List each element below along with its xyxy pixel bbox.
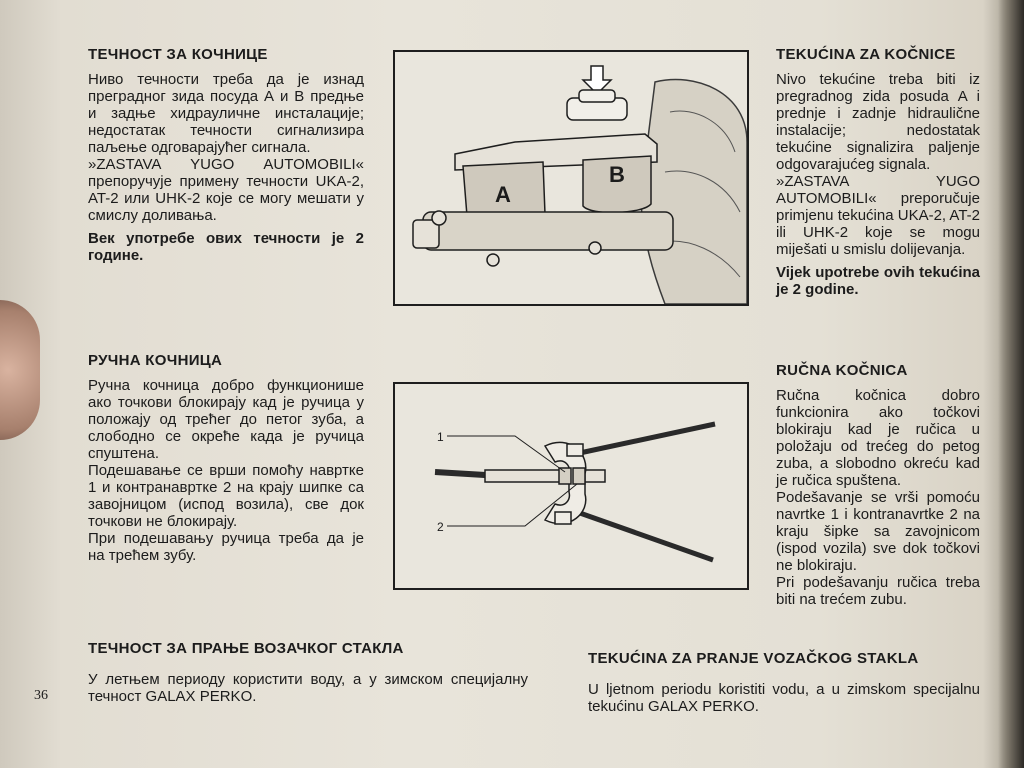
left-brake-fluid-p2: »ZASTAVA YUGO AUTOMOBILI« препоручује пр… [88,156,364,224]
right-washer-fluid-title: TEKUĆINA ZA PRANJE VOZAČKOG STAKLA [588,650,919,667]
right-washer-fluid-p1: U ljetnom periodu koristiti vodu, a u zi… [588,681,980,715]
left-brake-fluid-p1: Ниво течности треба да је изнад преградн… [88,71,364,156]
left-handbrake-p1: Ручна кочница добро функционише ако точк… [88,377,364,462]
page-edge-shadow [998,0,1024,768]
part-label-2: 2 [437,520,444,534]
right-handbrake-p3: Pri podešavanju ručica treba biti na tre… [776,574,980,608]
left-handbrake-p2: Подешавање се врши помоћу навртке 1 и ко… [88,462,364,530]
left-handbrake-section: РУЧНА КОЧНИЦА Ручна кочница добро функци… [88,352,364,564]
right-handbrake-section: RUČNA KOČNICA Ručna kočnica dobro funkci… [776,362,980,608]
left-brake-fluid-title: ТЕЧНОСТ ЗА КОЧНИЦЕ [88,46,268,63]
left-brake-fluid-section: ТЕЧНОСТ ЗА КОЧНИЦЕ Ниво течности треба д… [88,46,364,264]
left-brake-fluid-p3: Век употребе ових течности је 2 године. [88,230,364,264]
right-brake-fluid-p2: »ZASTAVA YUGO AUTOMOBILI« preporučuje pr… [776,173,980,258]
left-handbrake-title: РУЧНА КОЧНИЦА [88,352,223,369]
right-brake-fluid-p1: Nivo tekućine treba biti iz pregradnog z… [776,71,980,173]
right-handbrake-p2: Podešavanje se vrši pomoću navrtke 1 i k… [776,489,980,574]
left-washer-fluid-section: ТЕЧНОСТ ЗА ПРАЊЕ ВОЗАЧКОГ СТАКЛА У летње… [88,640,528,705]
master-cylinder-illustration: A B [412,65,748,305]
figure-master-cylinder: A B [393,50,749,306]
reservoir-label-b: B [609,162,625,187]
left-washer-fluid-p1: У летњем периоду користити воду, а у зим… [88,671,528,705]
right-brake-fluid-section: TEKUĆINA ZA KOČNICE Nivo tekućine treba … [776,46,980,298]
right-brake-fluid-p3: Vijek upotrebe ovih tekućina je 2 godine… [776,264,980,298]
right-handbrake-p1: Ručna kočnica dobro funkcionira ako točk… [776,387,980,489]
right-handbrake-title: RUČNA KOČNICA [776,362,908,379]
part-label-1: 1 [437,430,444,444]
page-number: 36 [34,688,48,703]
reservoir-label-a: A [495,182,511,207]
left-handbrake-p3: При подешавању ручица треба да је на тре… [88,530,364,564]
thumb [0,300,40,440]
figure-handbrake-adjuster: 1 2 [393,382,749,590]
handbrake-adjuster-illustration: 1 2 [434,421,716,563]
right-washer-fluid-section: TEKUĆINA ZA PRANJE VOZAČKOG STAKLA U lje… [588,650,980,715]
left-washer-fluid-title: ТЕЧНОСТ ЗА ПРАЊЕ ВОЗАЧКОГ СТАКЛА [88,640,404,657]
right-brake-fluid-title: TEKUĆINA ZA KOČNICE [776,46,956,63]
